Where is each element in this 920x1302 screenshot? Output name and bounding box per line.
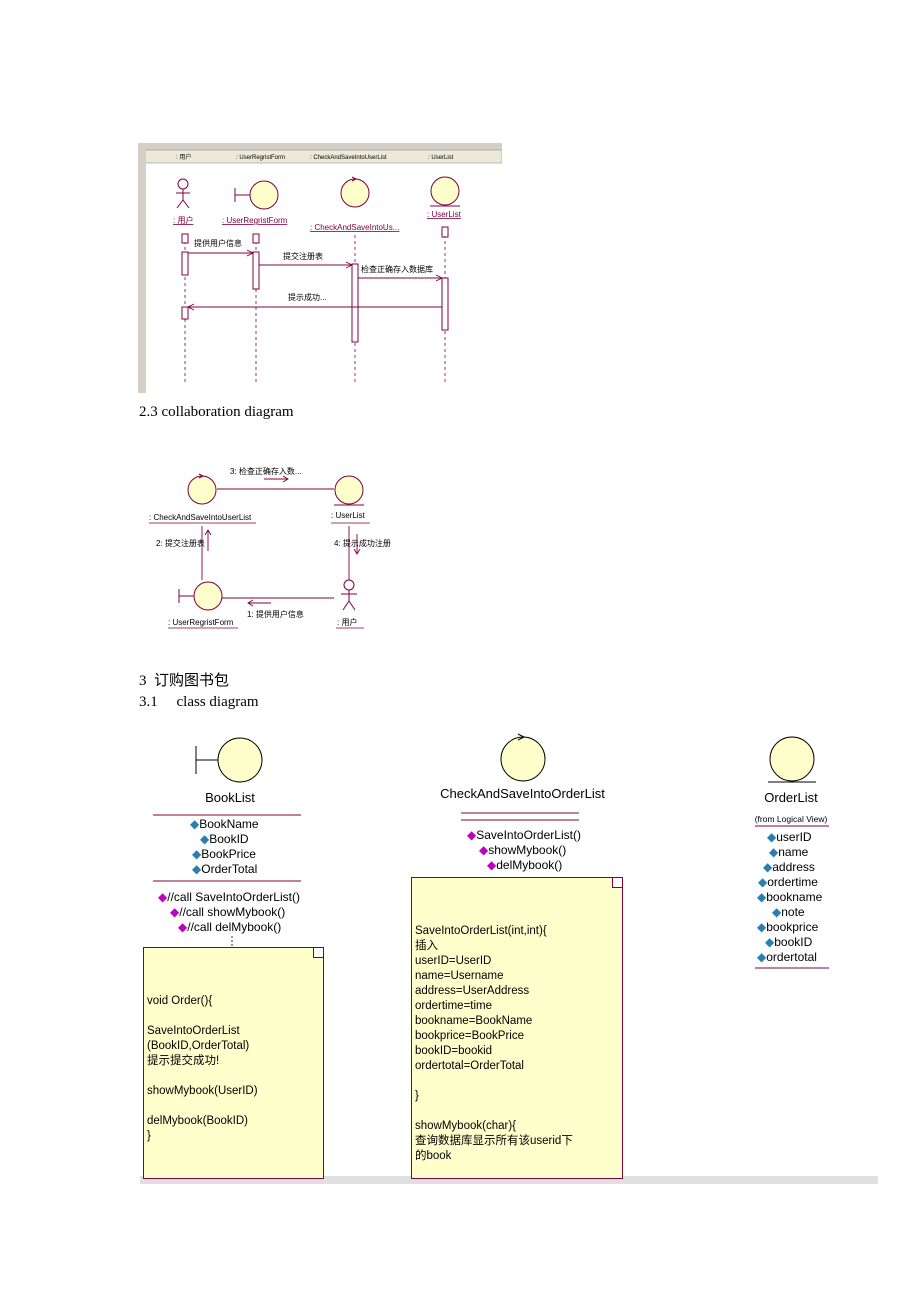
class-checkandsave-name: CheckAndSaveIntoOrderList (440, 786, 605, 801)
orderlist-entity-icon (768, 736, 816, 783)
activation (351, 263, 359, 343)
checkandsave-note-text: SaveIntoOrderList(int,int){ 插入 userID=Us… (415, 925, 573, 1162)
entity-icon (430, 176, 460, 207)
class-diagram-icons (140, 733, 878, 1184)
booklist-note-text: void Order(){ SaveIntoOrderList (BookID,… (147, 995, 258, 1142)
orderlist-stereotype: (from Logical View) (754, 814, 828, 824)
booklist-boundary-icon (195, 737, 263, 783)
activation (252, 233, 260, 244)
attribute: ◆name (769, 845, 809, 859)
collaboration-diagram: : CheckAndSaveIntoUserList : UserList : … (149, 466, 391, 629)
operation-icon: ◆ (178, 920, 188, 934)
operation-icon: ◆ (467, 828, 477, 842)
collab-object-userlist: : UserList (331, 511, 366, 520)
actor-user-icon (176, 178, 190, 209)
operation-icon: ◆ (158, 890, 168, 904)
section-heading-2-3: 2.3 collaboration diagram (139, 404, 294, 420)
attribute: ◆userID (767, 830, 812, 844)
attribute: ◆bookprice (757, 920, 819, 934)
attribute-icon: ◆ (767, 830, 777, 844)
collab-entity-icon (334, 475, 364, 506)
control-icon (340, 176, 370, 208)
seq-header-userlist: : UserList (428, 155, 454, 161)
attribute: ◆ordertime (758, 875, 818, 889)
attribute: ◆address (763, 860, 815, 874)
activation (441, 226, 449, 238)
seq-message-2: 提交注册表 (283, 251, 323, 261)
seq-object-check: : CheckAndSaveIntoUs... (310, 223, 399, 232)
activation (252, 251, 260, 290)
toolbar-strip (138, 143, 502, 150)
attribute: ◆BookID (200, 832, 249, 846)
section-heading-3: 3 订购图书包 (139, 673, 230, 689)
attribute-icon: ◆ (192, 862, 202, 876)
attribute-icon: ◆ (757, 920, 767, 934)
class-orderlist-name: OrderList (764, 790, 818, 805)
collab-message-2: 2: 提交注册表 (156, 538, 205, 548)
section-heading-3-1: 3.1 class diagram (139, 694, 259, 710)
collab-message-4: 4: 提示成功注册 (334, 538, 391, 548)
collab-object-user: : 用户 (337, 617, 357, 627)
activation (181, 251, 189, 276)
seq-message-1: 提供用户信息 (194, 238, 242, 248)
checkandsave-note: SaveIntoOrderList(int,int){ 插入 userID=Us… (411, 877, 623, 1179)
note-fold (612, 878, 622, 888)
collab-boundary-icon (178, 581, 223, 611)
seq-header-form: : UserRegristForm (236, 155, 285, 161)
operation-icon: ◆ (479, 843, 489, 857)
attribute-icon: ◆ (190, 817, 200, 831)
seq-object-form: : UserRegristForm (222, 216, 288, 225)
seq-header-check: : CheckAndSaveIntoUserList (310, 155, 387, 161)
attribute: ◆note (772, 905, 805, 919)
collab-control-icon (187, 473, 217, 505)
activation (181, 233, 189, 244)
orderlist-attributes: ◆userID ◆name ◆address ◆ordertime ◆bookn… (757, 830, 822, 965)
booklist-note: void Order(){ SaveIntoOrderList (BookID,… (143, 947, 324, 1179)
operation: ◆SaveIntoOrderList() (467, 828, 581, 842)
attribute-icon: ◆ (765, 935, 775, 949)
operation: ◆showMybook() (479, 843, 567, 857)
seq-object-userlist: : UserList (427, 210, 462, 219)
attribute: ◆bookname (757, 890, 823, 904)
attribute-icon: ◆ (200, 832, 210, 846)
attribute-icon: ◆ (192, 847, 202, 861)
seq-header-user: : 用户 (176, 153, 191, 161)
operation: ◆delMybook() (487, 858, 563, 872)
collab-object-check: : CheckAndSaveIntoUserList (149, 513, 252, 522)
attribute: ◆bookID (765, 935, 813, 949)
collab-message-1: 1: 提供用户信息 (247, 609, 304, 619)
attribute-icon: ◆ (757, 950, 767, 964)
scrollbar-strip (140, 1176, 878, 1184)
seq-message-4: 提示成功... (288, 292, 327, 302)
boundary-icon (234, 180, 279, 210)
attribute: ◆BookPrice (192, 847, 256, 861)
attribute: ◆ordertotal (757, 950, 817, 964)
operation-icon: ◆ (170, 905, 180, 919)
collab-actor-icon (341, 579, 357, 611)
class-booklist-name: BookList (205, 790, 255, 805)
note-fold (313, 948, 323, 958)
attribute-icon: ◆ (763, 860, 773, 874)
collab-message-3: 3: 检查正确存入数... (230, 466, 302, 476)
attribute-icon: ◆ (758, 875, 768, 889)
attribute-icon: ◆ (757, 890, 767, 904)
collab-object-form: : UserRegristForm (168, 618, 234, 627)
seq-message-3: 检查正确存入数据库 (361, 264, 433, 274)
attribute-icon: ◆ (772, 905, 782, 919)
seq-object-user: : 用户 (173, 215, 193, 225)
operation: ◆//call delMybook() (178, 920, 282, 934)
operation: ◆//call SaveIntoOrderList() (158, 890, 300, 904)
checkandsave-operations: ◆SaveIntoOrderList() ◆showMybook() ◆delM… (467, 828, 581, 873)
booklist-attributes: ◆BookName ◆BookID ◆BookPrice ◆OrderTotal (190, 817, 259, 877)
attribute-icon: ◆ (769, 845, 779, 859)
attribute: ◆BookName (190, 817, 259, 831)
booklist-operations: ◆//call SaveIntoOrderList() ◆//call show… (158, 890, 300, 935)
sequence-diagram: : 用户 : UserRegristForm : CheckAndSaveInt… (138, 143, 502, 393)
activation (181, 306, 189, 320)
operation: ◆//call showMybook() (170, 905, 286, 919)
checkandsave-control-icon (500, 733, 546, 782)
activation (441, 277, 449, 331)
attribute: ◆OrderTotal (192, 862, 258, 876)
operation-icon: ◆ (487, 858, 497, 872)
